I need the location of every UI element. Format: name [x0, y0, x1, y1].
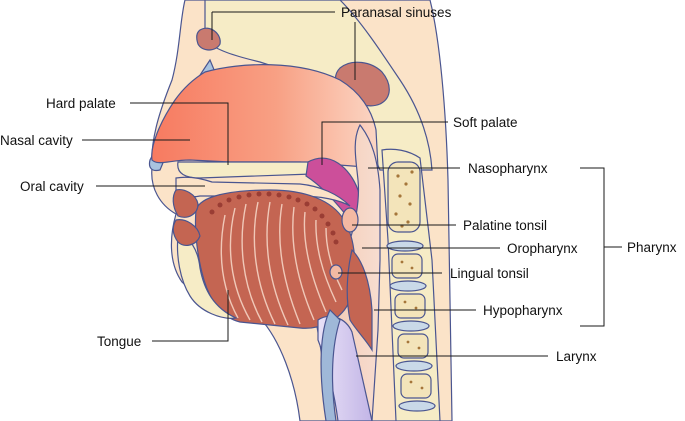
- label-oral-cavity: Oral cavity: [20, 179, 84, 194]
- label-palatine-tonsil: Palatine tonsil: [463, 218, 547, 233]
- nasal-cavity-region: [151, 64, 379, 169]
- label-nasal-cavity: Nasal cavity: [0, 133, 73, 148]
- tongue-papillae: [209, 191, 339, 245]
- leader-lines: [82, 11, 622, 357]
- lower-lip: [172, 219, 201, 246]
- pharynx-bracket: [580, 167, 622, 327]
- leader-tongue: [152, 290, 229, 342]
- label-oropharynx: Oropharynx: [507, 241, 578, 256]
- tongue-muscle-fibres: [220, 201, 343, 326]
- label-nasopharynx: Nasopharynx: [468, 161, 548, 176]
- leader-soft-palate: [321, 121, 448, 165]
- label-larynx: Larynx: [556, 349, 597, 364]
- label-soft-palate: Soft palate: [453, 115, 518, 130]
- labels: Paranasal sinuses Hard palate Nasal cavi…: [0, 5, 677, 364]
- frontal-sinus: [196, 27, 221, 51]
- label-hypopharynx: Hypopharynx: [483, 303, 563, 318]
- leader-hard-palate: [130, 102, 229, 165]
- label-pharynx: Pharynx: [627, 240, 677, 255]
- upper-lip: [172, 189, 199, 218]
- label-hard-palate: Hard palate: [46, 96, 116, 111]
- leader-paranasal-sinuses: [211, 11, 356, 80]
- label-tongue: Tongue: [97, 334, 141, 349]
- palatine-tonsil-shape: [341, 207, 359, 233]
- label-lingual-tonsil: Lingual tonsil: [450, 266, 529, 281]
- trachea-wall: [320, 308, 341, 421]
- label-paranasal-sinuses: Paranasal sinuses: [341, 5, 452, 20]
- lower-jaw: [176, 235, 239, 319]
- vertebral-column: [381, 148, 441, 421]
- lingual-tonsil-shape: [329, 264, 343, 280]
